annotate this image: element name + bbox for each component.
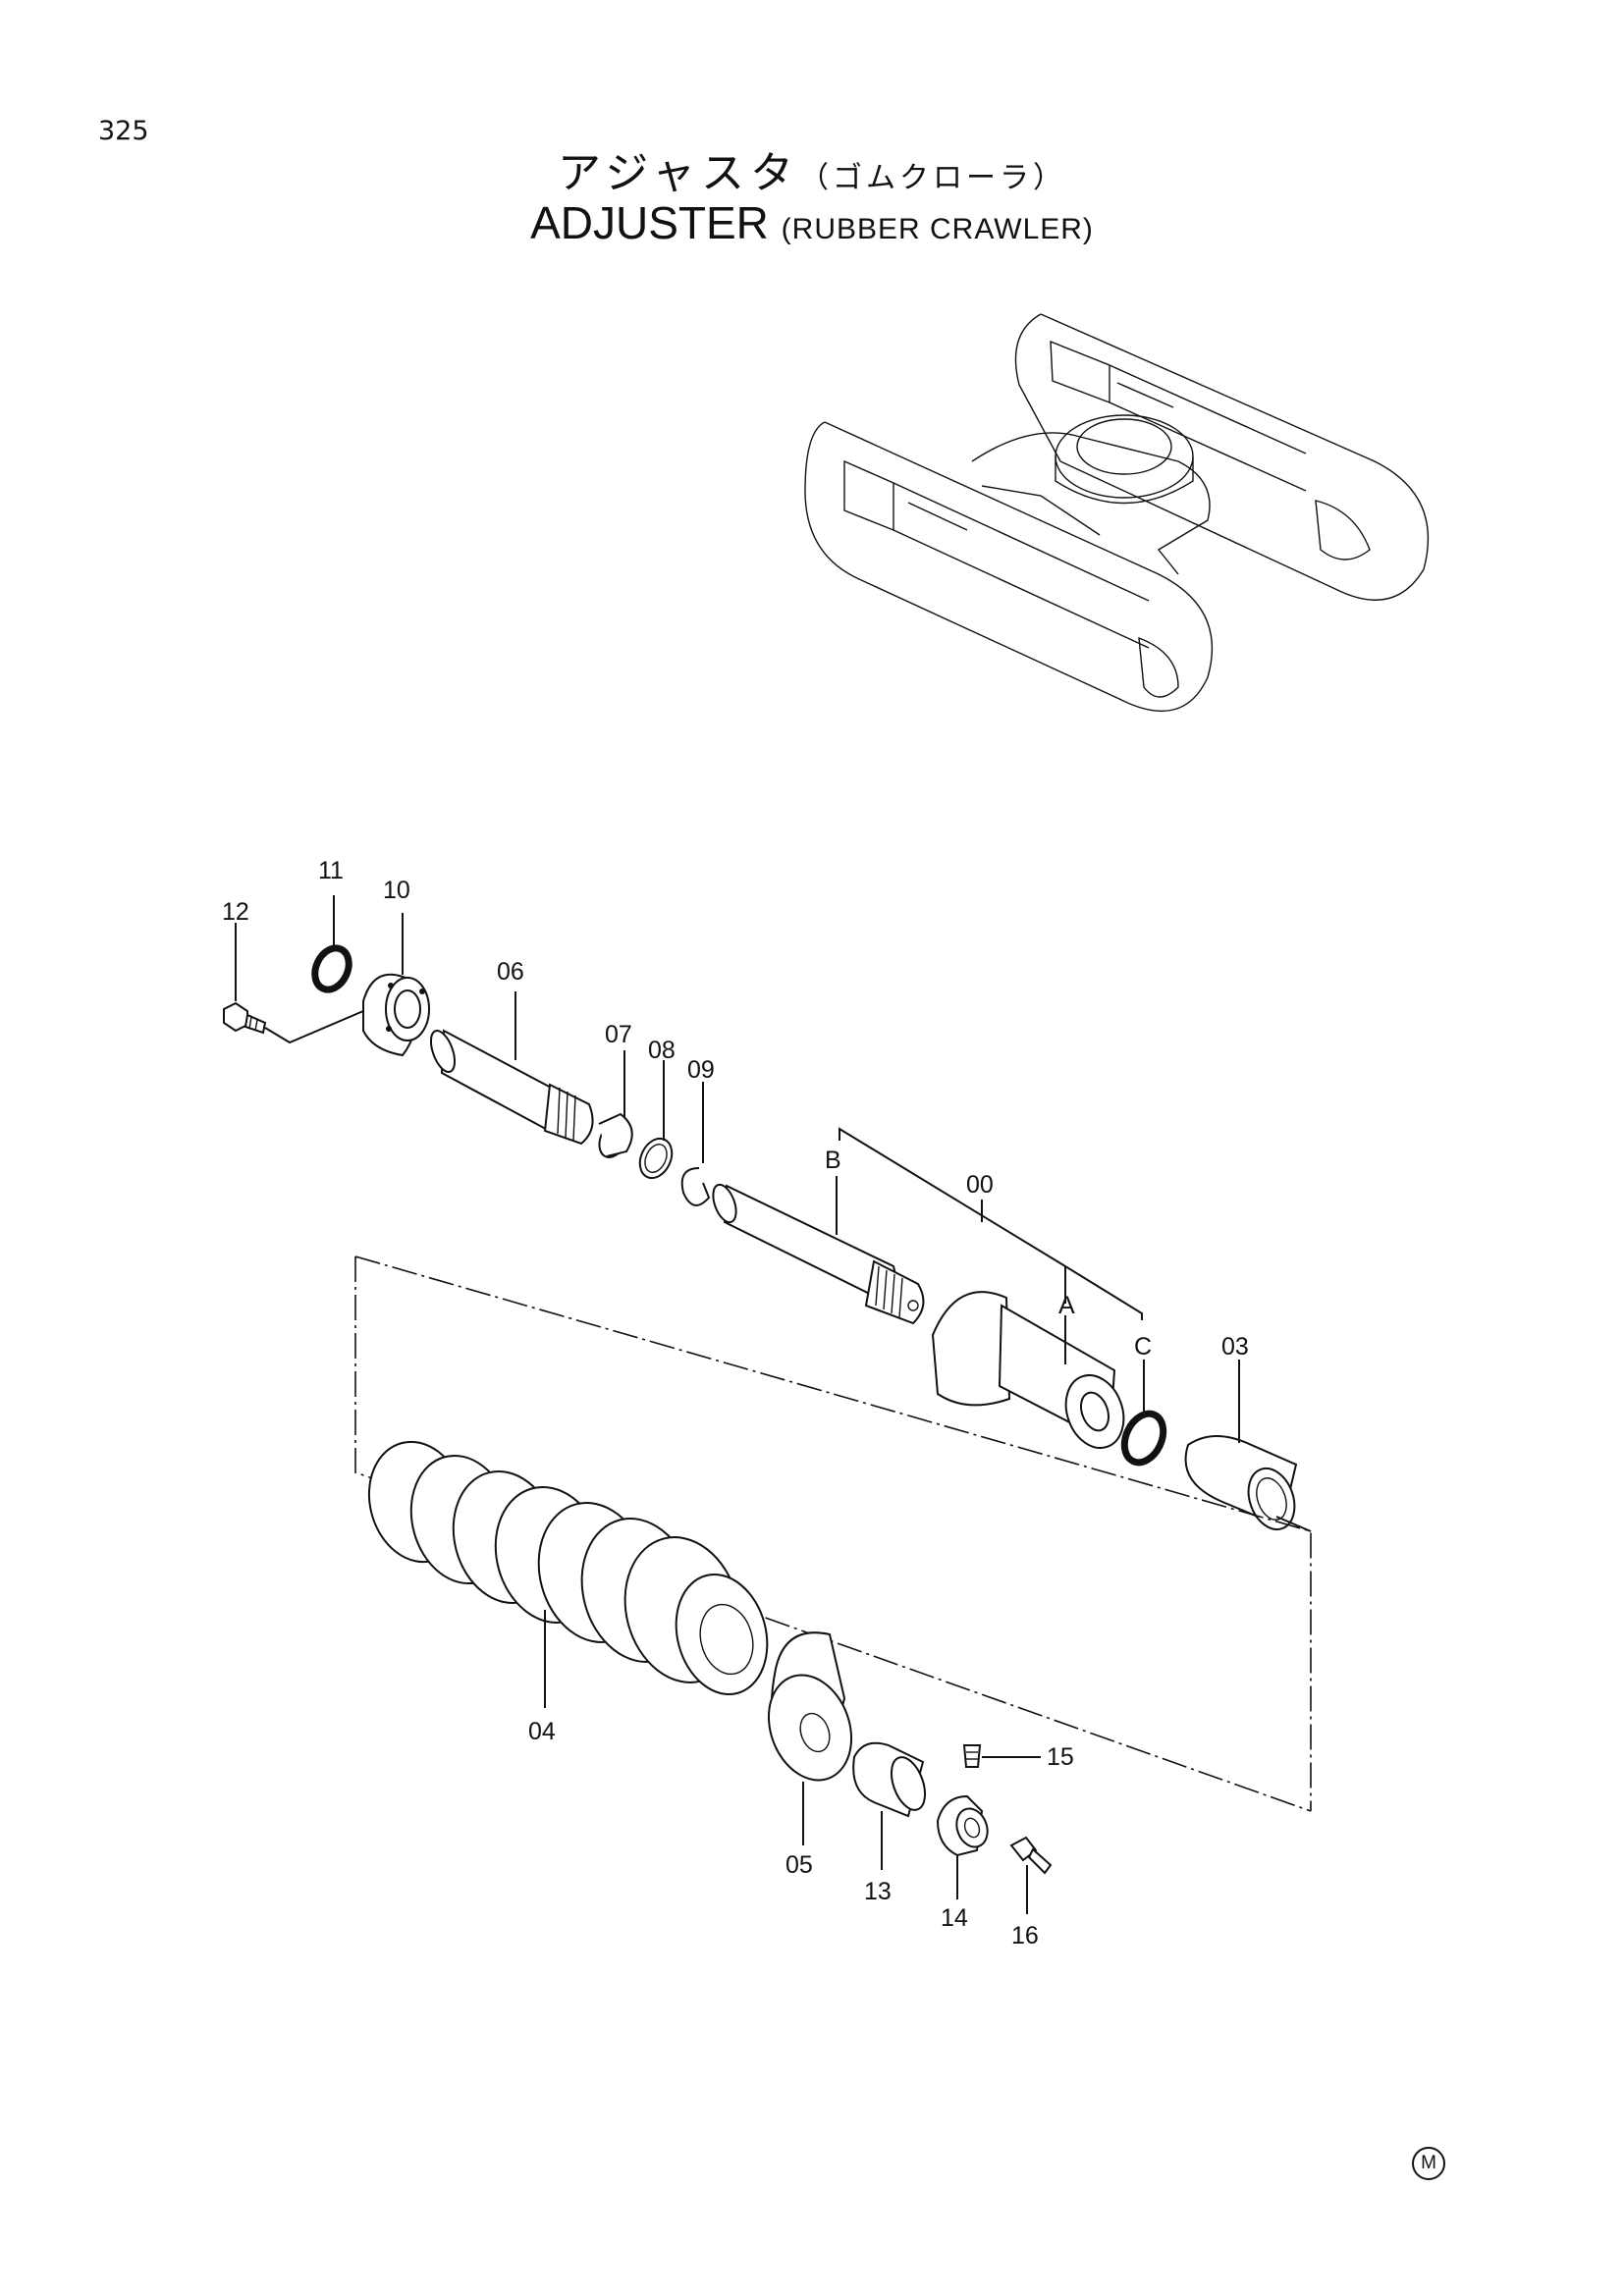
part-13-spacer: [852, 1741, 927, 1870]
callout-08: 08: [648, 1037, 676, 1064]
part-16-grease-fitting: [1009, 1836, 1053, 1914]
part-C-o-ring: [1120, 1410, 1167, 1467]
part-11-o-ring: [311, 944, 352, 993]
part-12-bolt: [223, 923, 364, 1044]
part-14-nut: [936, 1794, 989, 1899]
title-japanese: アジャスタ（ゴムクローラ）: [0, 137, 1624, 200]
part-06-rod: [429, 991, 594, 1146]
callout-16: 16: [1011, 1922, 1039, 1949]
undercarriage-overview-illustration: [804, 313, 1430, 713]
callout-10: 10: [383, 877, 410, 904]
part-10-flange: [362, 913, 430, 1057]
part-04-spring: [367, 1440, 769, 1708]
callout-06: 06: [497, 958, 524, 986]
callout-04: 04: [528, 1718, 556, 1745]
circled-m-mark: M: [1412, 2147, 1445, 2180]
part-B-rod: [712, 1176, 925, 1325]
title-english: ADJUSTER (RUBBER CRAWLER): [0, 196, 1624, 249]
part-15-plug: [962, 1744, 1041, 1768]
part-08-ring: [638, 1060, 674, 1180]
part-03-bushing: [1184, 1360, 1298, 1530]
part-09-snap-ring: [680, 1082, 711, 1206]
part-00-assembly-bracket: [839, 1127, 1143, 1320]
title-english-main: ADJUSTER: [530, 197, 769, 248]
spring-group-outline: [354, 1255, 1312, 1812]
part-07-ring: [598, 1050, 633, 1158]
callout-09: 09: [687, 1056, 715, 1084]
callout-15: 15: [1047, 1743, 1074, 1771]
callout-B: B: [825, 1147, 841, 1174]
callout-A: A: [1058, 1292, 1075, 1319]
callout-C: C: [1134, 1333, 1152, 1361]
part-05-spring-seat: [767, 1631, 853, 1845]
page-number: 325: [98, 116, 149, 146]
callout-03: 03: [1221, 1333, 1249, 1361]
callout-05: 05: [785, 1851, 813, 1879]
callout-13: 13: [864, 1878, 892, 1905]
callout-14: 14: [941, 1904, 968, 1932]
callout-00: 00: [966, 1171, 994, 1199]
part-A-cylinder: [931, 1291, 1125, 1449]
callout-12: 12: [222, 898, 249, 926]
title-japanese-main: アジャスタ: [557, 148, 800, 198]
title-english-sub: (RUBBER CRAWLER): [781, 213, 1094, 245]
title-japanese-sub: （ゴムクローラ）: [799, 161, 1067, 195]
callout-07: 07: [605, 1021, 632, 1048]
callout-11: 11: [318, 857, 344, 884]
